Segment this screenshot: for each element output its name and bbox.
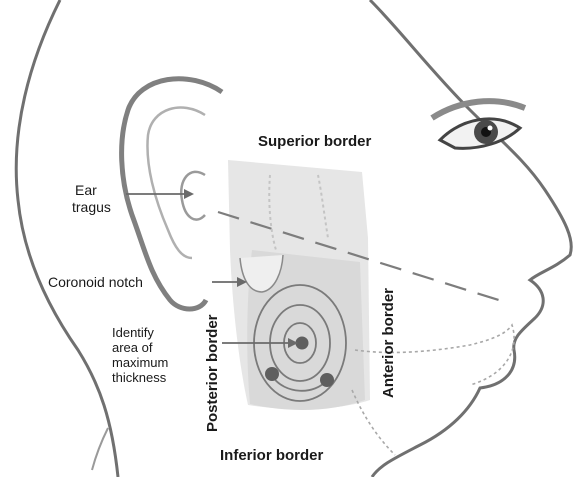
eye-highlight: [488, 126, 493, 131]
identify-label-line2: area of: [112, 340, 152, 355]
head-outline: [16, 0, 118, 477]
posterior-border-label: Posterior border: [204, 314, 221, 432]
anterior-border-label: Anterior border: [380, 288, 397, 398]
mandible-dotted: [355, 325, 514, 385]
ear-tragus-arrowhead: [184, 189, 194, 199]
superior-border-label: Superior border: [258, 133, 371, 150]
neck-stroke: [92, 428, 108, 470]
ear-tragus-label-line1: Ear: [75, 182, 97, 199]
ear-tragus-label-line2: tragus: [72, 199, 111, 216]
face-profile: [370, 0, 571, 477]
ear-helix: [147, 108, 205, 258]
injection-point-left: [265, 367, 279, 381]
identify-label-line1: Identify: [112, 325, 154, 340]
injection-point-right: [320, 373, 334, 387]
coronoid-notch-label: Coronoid notch: [48, 274, 143, 291]
identify-label-line4: thickness: [112, 370, 166, 385]
identify-label-line3: maximum: [112, 355, 168, 370]
eyebrow: [432, 101, 525, 118]
inferior-border-label: Inferior border: [220, 447, 323, 464]
